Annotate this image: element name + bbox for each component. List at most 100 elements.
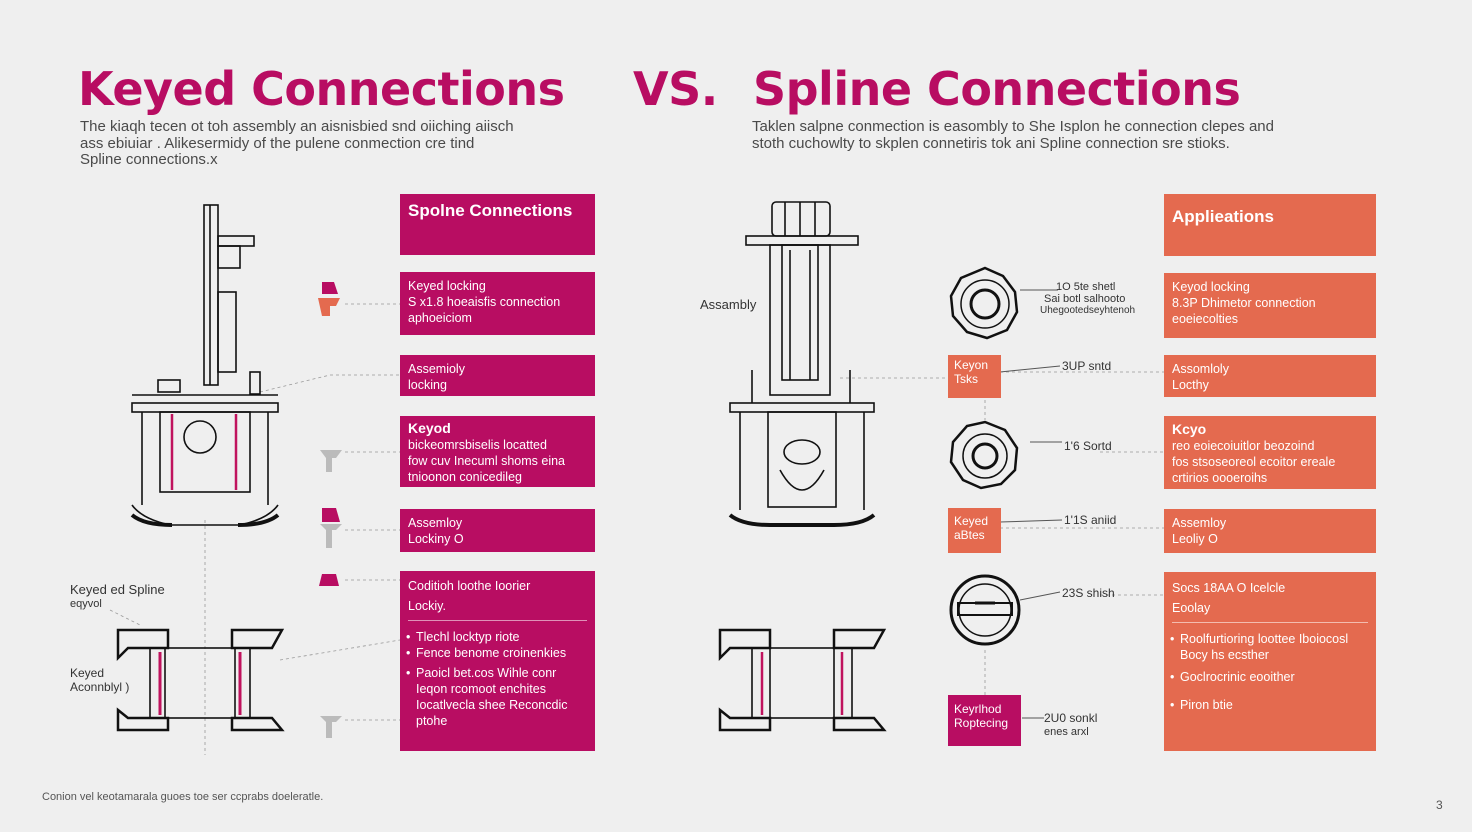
keyed-coupling-keys bbox=[158, 652, 242, 715]
right-intro-line: Taklen salpne conmection is easombly to … bbox=[752, 118, 1274, 135]
box-line: Lockiny O bbox=[408, 532, 464, 546]
left-intro-line: Spline connections.x bbox=[80, 151, 218, 168]
left-intro-line: The kiaqh tecen ot toh assembly an aisni… bbox=[80, 118, 514, 135]
label-part-4: 1'1S aniid bbox=[1064, 513, 1117, 527]
right-callout-lines bbox=[999, 289, 1063, 719]
box-line: Keyed locking bbox=[408, 279, 486, 293]
vs-title: VS. bbox=[633, 62, 718, 116]
label-part-3: 1'6 Sortd bbox=[1064, 439, 1112, 453]
right-box-heading: Applieations bbox=[1172, 207, 1275, 226]
left-title: Keyed Connections bbox=[78, 62, 565, 116]
box-divider bbox=[1172, 622, 1368, 623]
right-box-keyed-locking: Keyod locking 8.3P Dhimetor connection e… bbox=[1164, 273, 1376, 338]
box-line: Leoliy O bbox=[1172, 532, 1218, 546]
label-part-5: 23S shish bbox=[1062, 586, 1115, 600]
right-intro-line: stoth cuchowlty to skplen connetiris tok… bbox=[752, 134, 1230, 152]
right-title: Spline Connections bbox=[753, 62, 1241, 116]
spline-cross-sections bbox=[949, 266, 1021, 646]
tag-line: Keyrlhod bbox=[954, 702, 1002, 716]
tag-line: Tsks bbox=[954, 372, 978, 386]
left-box-spline-connections: Spolne Connections bbox=[400, 194, 595, 255]
tag-line: Keyed bbox=[954, 514, 989, 528]
box-bullet: Goclrocrinic eooither bbox=[1170, 669, 1368, 685]
right-box-keyed: Kcyo reo eoiecoiuitlor beozoind fos stso… bbox=[1164, 416, 1376, 489]
left-box-assembly-locking: Assemioly locking bbox=[400, 355, 595, 396]
box-line: aphoeiciom bbox=[408, 311, 472, 325]
right-box-assembly-locking: Assomloly Locthy bbox=[1164, 355, 1376, 397]
label-line: 1O 5te shetl bbox=[1056, 281, 1116, 293]
box-subheading: Keyod bbox=[408, 420, 451, 436]
box-bullet: Piron btie bbox=[1170, 697, 1368, 713]
left-intro-line: ass ebiuiar . Alikesermidy of the pulene… bbox=[80, 134, 475, 152]
left-box-keyed-locking: Keyed locking S x1.8 hoeaisfis connectio… bbox=[400, 272, 595, 335]
left-key-icons bbox=[318, 282, 342, 738]
keyed-shaft-drawing bbox=[130, 204, 280, 527]
box-bullet: Tlechl locktyp riote bbox=[406, 629, 587, 645]
box-line: bickeomrsbiselis locatted bbox=[408, 438, 547, 452]
box-divider bbox=[408, 620, 587, 621]
right-leader-lines bbox=[840, 371, 1164, 700]
label-keyed-assembly: Keyed Aconnblyl ) bbox=[70, 666, 129, 694]
box-line: locking bbox=[408, 378, 447, 392]
label-line: eqyvol bbox=[70, 598, 102, 610]
box-bullet: Roolfurtioring loottee Iboiocosl Bocy hs… bbox=[1170, 631, 1368, 663]
box-bullet: Paoicl bet.cos Wihle conr Ieqon rcomoot … bbox=[406, 665, 587, 729]
spline-coupling-drawing bbox=[718, 628, 887, 732]
label-keyed-spline: Keyed ed Spline eqyvol bbox=[70, 583, 165, 611]
right-tag-keyon: Keyon Tsks bbox=[948, 355, 1001, 398]
box-line: Coditioh loothe Ioorier bbox=[408, 579, 531, 593]
keyed-shaft-keys bbox=[170, 414, 238, 490]
box-line: Assomloly bbox=[1172, 362, 1229, 376]
box-line: tnioonon conicedileg bbox=[408, 470, 522, 484]
label-line: 2U0 sonkl bbox=[1044, 711, 1098, 725]
keyed-coupling-drawing bbox=[116, 628, 285, 732]
left-box-assembly-locky: Assemloy Lockiny O bbox=[400, 509, 595, 552]
box-line: Assemloy bbox=[408, 516, 463, 530]
box-subheading: Kcyo bbox=[1172, 421, 1207, 437]
left-box-heading: Spolne Connections bbox=[408, 201, 573, 220]
box-line: Assemloy bbox=[1172, 516, 1227, 530]
box-bullet: Fence benome croinenkies bbox=[406, 645, 587, 661]
left-box-keyed: Keyod bickeomrsbiselis locatted fow cuv … bbox=[400, 416, 595, 487]
right-box-applications: Applieations bbox=[1164, 194, 1376, 256]
box-line: 8.3P Dhimetor connection bbox=[1172, 296, 1316, 310]
footer-note: Conion vel keotamarala guoes toe ser ccp… bbox=[42, 791, 324, 803]
right-box-condition-list: Socs 18AA O Icelcle Eoolay Roolfurtiorin… bbox=[1164, 572, 1376, 751]
label-line: Uhegootedseyhtenoh bbox=[1040, 305, 1136, 316]
label-part-6: 2U0 sonkl enes arxl bbox=[1044, 711, 1097, 739]
box-line: Socs 18AA O Icelcle bbox=[1172, 581, 1286, 595]
box-line: eoeiecolties bbox=[1172, 312, 1239, 326]
box-line: Keyod locking bbox=[1172, 280, 1250, 294]
box-line: Eoolay bbox=[1172, 601, 1211, 615]
tag-line: Keyon bbox=[954, 358, 989, 372]
label-line: Keyed ed Spline bbox=[70, 582, 165, 597]
tag-line: aBtes bbox=[954, 528, 985, 542]
tag-line: Roptecing bbox=[954, 716, 1009, 730]
box-line: S x1.8 hoeaisfis connection bbox=[408, 295, 561, 309]
box-line: Lockiy. bbox=[408, 599, 446, 613]
box-line: reo eoiecoiuitlor beozoind bbox=[1172, 439, 1315, 453]
left-intro: The kiaqh tecen ot toh assembly an aisni… bbox=[80, 118, 514, 169]
right-tag-keyrlhod: Keyrlhod Roptecing bbox=[948, 695, 1021, 746]
right-box-assembly-locky: Assemloy Leoliy O bbox=[1164, 509, 1376, 553]
right-tag-keyed: Keyed aBtes bbox=[948, 508, 1001, 553]
box-line: crtirios oooeroihs bbox=[1172, 471, 1268, 485]
box-line: fow cuv Inecuml shoms eina bbox=[408, 454, 566, 468]
box-line: fos stsoseoreol ecoitor ereale bbox=[1172, 455, 1336, 469]
box-line: Locthy bbox=[1172, 378, 1209, 392]
left-leader-lines bbox=[109, 303, 401, 755]
spline-shaft-drawing bbox=[728, 201, 876, 527]
label-line: enes arxl bbox=[1044, 726, 1089, 738]
label-part-2: 3UP sntd bbox=[1062, 359, 1112, 373]
label-assembly: Assambly bbox=[700, 297, 757, 312]
label-line: Sai botl salhooto bbox=[1044, 293, 1126, 305]
left-box-condition-list: Coditioh loothe Ioorier Lockiy. Tlechl l… bbox=[400, 571, 595, 751]
page-number: 3 bbox=[1436, 798, 1443, 812]
spline-coupling-teeth bbox=[760, 652, 844, 715]
label-part-1: 1O 5te shetl Sai botl salhooto Uhegooted… bbox=[1040, 281, 1135, 317]
label-line: Keyed bbox=[70, 666, 105, 680]
box-line: Assemioly bbox=[408, 362, 465, 376]
label-line: Aconnblyl ) bbox=[70, 680, 130, 694]
right-intro: Taklen salpne conmection is easombly to … bbox=[752, 118, 1274, 152]
